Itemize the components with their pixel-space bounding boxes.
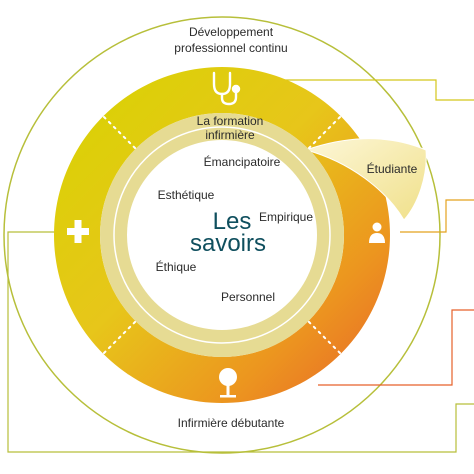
plus-icon [67, 220, 89, 243]
stethoscope-icon [212, 71, 241, 106]
connector-lower-right [318, 309, 474, 386]
student-leaf [304, 138, 427, 221]
savoir-ethique: Éthique [156, 259, 197, 274]
savoir-esthetique: Esthétique [158, 188, 215, 202]
formation-label-line1: La formation [197, 114, 264, 128]
inner-ring-outline [113, 126, 331, 344]
savoir-empirique: Empirique [259, 210, 313, 224]
connector-mid-right [400, 199, 474, 233]
formation-label-line2: infirmière [205, 128, 255, 142]
connector-left [7, 231, 474, 453]
outer-top-label-line2: professionnel continu [174, 41, 287, 55]
tree-icon [219, 368, 237, 398]
band-separators [103, 116, 341, 354]
center-title-line1: Les [213, 208, 252, 235]
outer-top-label-line1: Développement [189, 25, 274, 39]
student-label: Étudiante [367, 161, 418, 176]
center-title-line2: savoirs [190, 230, 266, 257]
outer-bottom-label: Infirmière débutante [178, 416, 285, 430]
savoir-personnel: Personnel [221, 290, 275, 304]
outer-circle [3, 16, 441, 454]
savoir-emancipatoire: Émancipatoire [204, 154, 281, 169]
connector-top-right [262, 79, 474, 101]
center-circle [127, 140, 317, 330]
person-icon [369, 222, 385, 243]
connector-lines [7, 79, 474, 453]
